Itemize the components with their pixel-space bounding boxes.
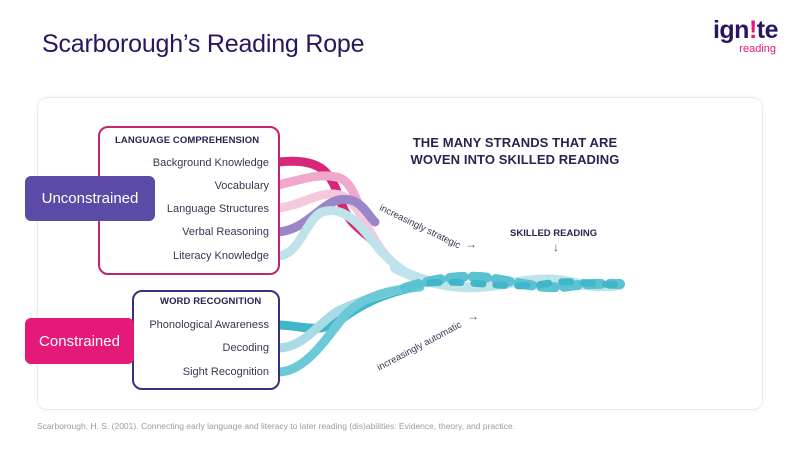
lc-item-verbal-reasoning: Verbal Reasoning	[182, 226, 269, 238]
wr-item-decoding: Decoding	[222, 342, 269, 354]
word-recognition-box: WORD RECOGNITION Phonological Awareness …	[132, 290, 280, 390]
unconstrained-label: Unconstrained	[25, 176, 155, 221]
language-comprehension-heading: LANGUAGE COMPREHENSION	[115, 135, 260, 146]
automatic-arrow-icon: →	[467, 309, 479, 323]
constrained-label: Constrained	[25, 318, 134, 364]
lc-item-vocabulary: Vocabulary	[214, 180, 269, 192]
lc-item-background-knowledge: Background Knowledge	[152, 157, 269, 169]
logo-subtitle: reading	[739, 43, 776, 55]
logo-wordmark: ign!te	[712, 16, 779, 44]
wr-item-phonological-awareness: Phonological Awareness	[149, 319, 269, 331]
lc-item-literacy-knowledge: Literacy Knowledge	[172, 250, 269, 262]
ignite-logo: ign!te reading	[700, 16, 779, 55]
strand-sight-recognition	[273, 282, 425, 377]
rope-braid-mid	[426, 278, 622, 290]
word-recognition-heading: WORD RECOGNITION	[160, 296, 262, 307]
diagram-heading-line-2: WOVEN INTO SKILLED READING	[410, 152, 620, 167]
diagram-heading-line-1: THE MANY STRANDS THAT ARE	[412, 135, 618, 150]
page-title: Scarborough’s Reading Rope	[42, 30, 365, 58]
wr-item-sight-recognition: Sight Recognition	[182, 366, 269, 378]
strategic-arrow-icon: →	[465, 237, 477, 251]
diagram-heading: THE MANY STRANDS THAT ARE WOVEN INTO SKI…	[405, 134, 625, 168]
skilled-reading-label: SKILLED READING	[510, 228, 598, 239]
down-arrow-icon: ↓	[553, 240, 559, 254]
strand-verbal-reasoning	[273, 194, 380, 237]
lc-item-language-structures: Language Structures	[166, 203, 269, 215]
citation: Scarborough, H. S. (2001). Connecting ea…	[37, 421, 515, 431]
